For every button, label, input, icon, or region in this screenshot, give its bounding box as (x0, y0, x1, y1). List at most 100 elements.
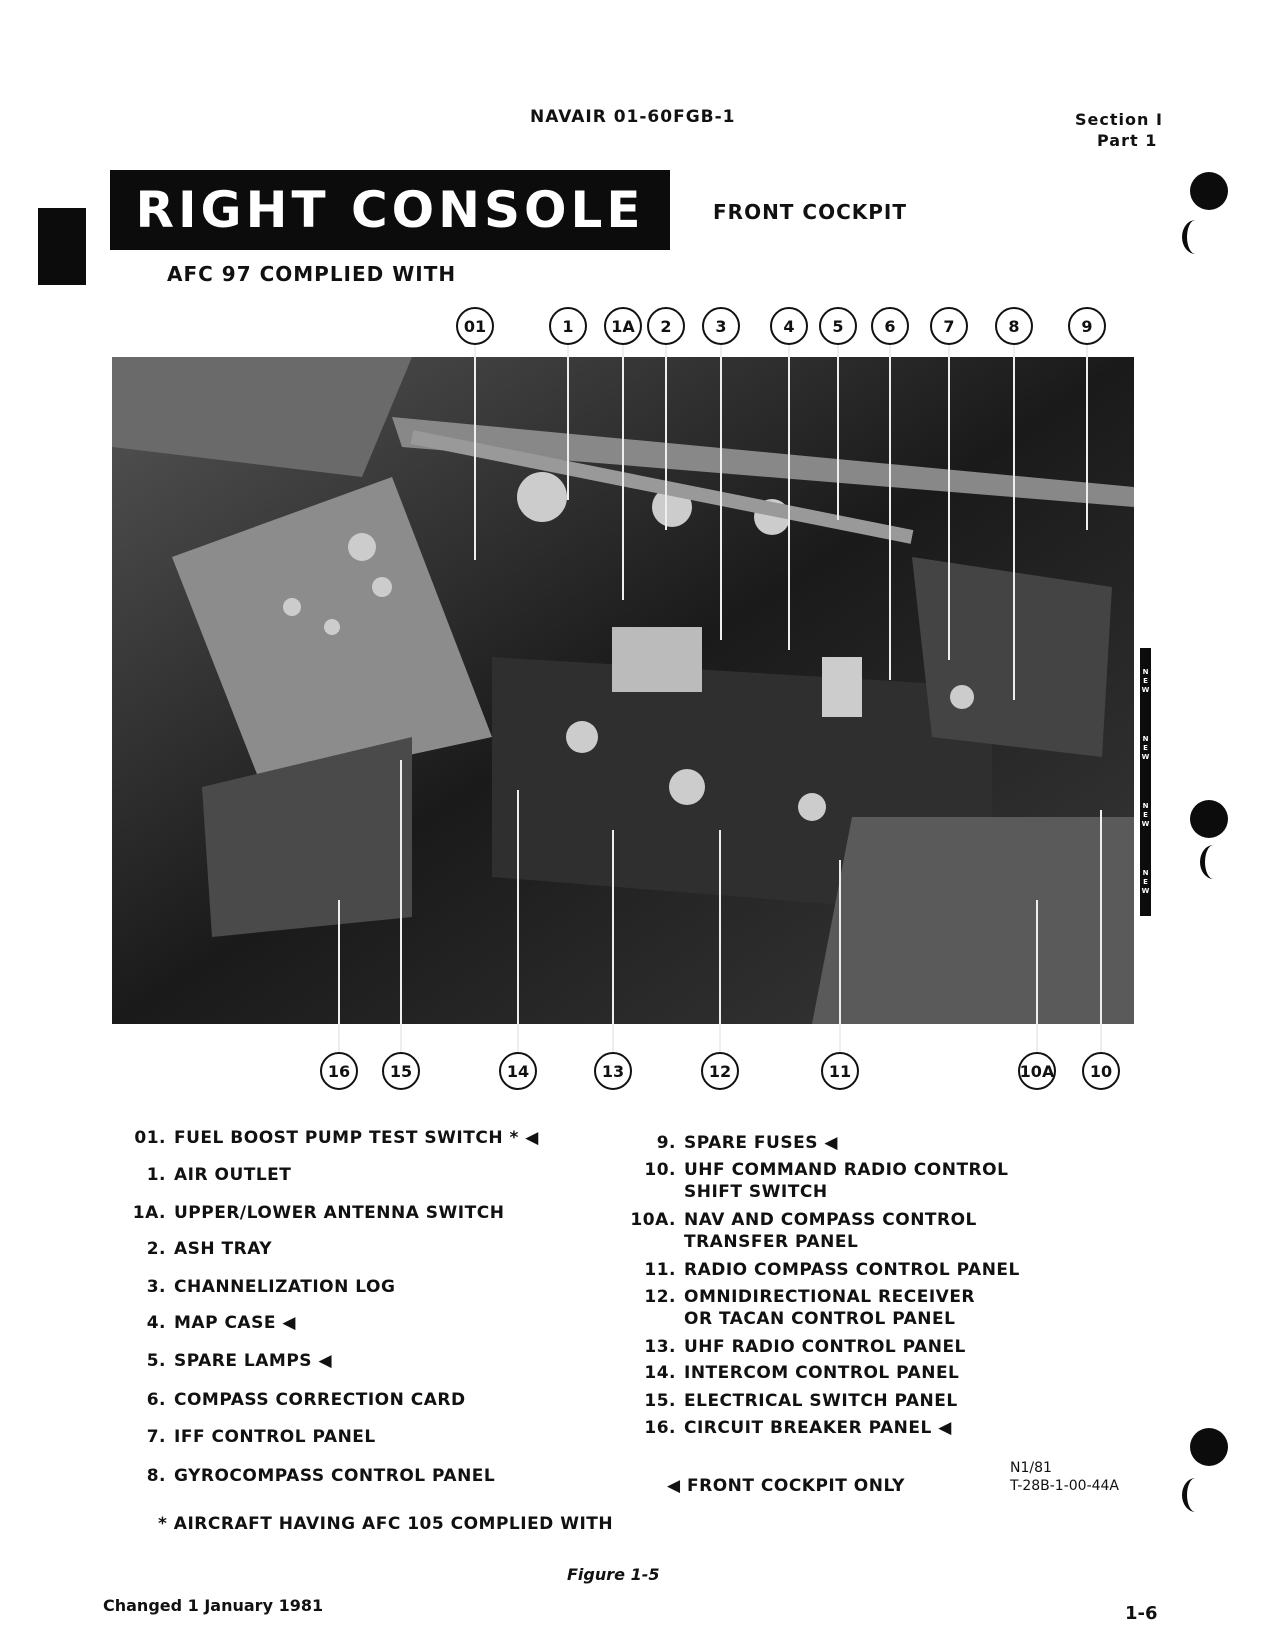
asterisk-note: * AIRCRAFT HAVING AFC 105 COMPLIED WITH (158, 1514, 614, 1534)
figure-ref-1: N1/81 (1010, 1460, 1052, 1476)
legend-item: 6.COMPASS CORRECTION CARD (120, 1389, 466, 1411)
callout-9: 9 (1068, 307, 1106, 345)
legend-text: UPPER/LOWER ANTENNA SWITCH (174, 1203, 505, 1223)
change-bar (38, 208, 86, 285)
legend-marks: ◀ (318, 1351, 333, 1371)
legend-number: 14. (644, 1363, 676, 1383)
punch-hole-mark (1182, 1478, 1209, 1512)
legend-item: 16.CIRCUIT BREAKER PANEL ◀ (630, 1417, 952, 1439)
front-cockpit-only-note: ◀ FRONT COCKPIT ONLY (667, 1476, 905, 1496)
legend-text-cont: TRANSFER PANEL (684, 1232, 859, 1252)
legend-text: FUEL BOOST PUMP TEST SWITCH (174, 1128, 504, 1148)
legend-item: 15.ELECTRICAL SWITCH PANEL (630, 1390, 958, 1412)
legend-text: RADIO COMPASS CONTROL PANEL (684, 1260, 1020, 1280)
callout-1: 1 (549, 307, 587, 345)
legend-number: 2. (146, 1239, 166, 1259)
legend-number: 1A. (132, 1203, 166, 1223)
callout-leader (665, 345, 667, 530)
callout-leader (720, 345, 722, 640)
legend-text: MAP CASE (174, 1313, 276, 1333)
legend-number: 16. (644, 1418, 676, 1438)
callout-6: 6 (871, 307, 909, 345)
callout-3: 3 (702, 307, 740, 345)
callout-leader (839, 860, 841, 1052)
legend-text: COMPASS CORRECTION CARD (174, 1390, 466, 1410)
callout-4: 4 (770, 307, 808, 345)
legend-text: INTERCOM CONTROL PANEL (684, 1363, 960, 1383)
callout-16: 16 (320, 1052, 358, 1090)
callout-12: 12 (701, 1052, 739, 1090)
callout-leader (400, 760, 402, 1052)
legend-item: 5.SPARE LAMPS ◀ (120, 1350, 332, 1372)
console-photo-drawing (112, 357, 1134, 1024)
callout-13: 13 (594, 1052, 632, 1090)
callout-leader (622, 345, 624, 600)
legend-number: 8. (146, 1466, 166, 1486)
legend-item: 11.RADIO COMPASS CONTROL PANEL (630, 1259, 1020, 1281)
legend-item: 1A. UPPER/LOWER ANTENNA SWITCH (120, 1202, 504, 1224)
callout-11: 11 (821, 1052, 859, 1090)
legend-number: 10A. (630, 1210, 676, 1230)
legend-text: NAV AND COMPASS CONTROL (684, 1210, 977, 1230)
legend-text: SPARE LAMPS (174, 1351, 313, 1371)
callout-2: 2 (647, 307, 685, 345)
legend-item: 8. GYROCOMPASS CONTROL PANEL (120, 1465, 495, 1487)
legend-number: 1. (146, 1165, 166, 1185)
legend-item: 1. AIR OUTLET (120, 1164, 291, 1186)
callout-10: 10 (1082, 1052, 1120, 1090)
legend-number: 4. (146, 1313, 166, 1333)
legend-number: 3. (146, 1277, 166, 1297)
change-strip: NEW NEW NEW NEW (1140, 648, 1151, 916)
callout-10A: 10A (1018, 1052, 1056, 1090)
legend-item: 01.FUEL BOOST PUMP TEST SWITCH * ◀ (120, 1127, 539, 1149)
legend-marks: ◀ (282, 1313, 296, 1333)
callout-1A: 1A (604, 307, 642, 345)
callout-leader (837, 345, 839, 520)
section-label: Section I (1075, 110, 1163, 129)
legend-text: UHF COMMAND RADIO CONTROL (684, 1160, 1009, 1180)
change-date: Changed 1 January 1981 (103, 1596, 324, 1615)
punch-hole (1190, 800, 1228, 838)
callout-leader (1013, 345, 1015, 700)
part-label: Part 1 (1097, 131, 1158, 150)
callout-leader (338, 900, 340, 1052)
legend-marks: ◀ (824, 1133, 838, 1153)
callout-leader (1100, 810, 1102, 1052)
punch-hole-mark (1182, 220, 1209, 254)
callout-leader (1086, 345, 1088, 530)
new-mark: NEW (1141, 802, 1150, 829)
legend-text: UHF RADIO CONTROL PANEL (684, 1337, 966, 1357)
legend-text-cont: SHIFT SWITCH (684, 1182, 828, 1202)
legend-item: 3.CHANNELIZATION LOG (120, 1276, 395, 1298)
callout-7: 7 (930, 307, 968, 345)
callout-leader (889, 345, 891, 680)
legend-text: ASH TRAY (174, 1239, 273, 1259)
callout-leader (948, 345, 950, 660)
legend-item: 7.IFF CONTROL PANEL (120, 1426, 376, 1448)
legend-text: SPARE FUSES (684, 1133, 818, 1153)
legend-text: GYROCOMPASS CONTROL PANEL (174, 1466, 496, 1486)
legend-item: 13.UHF RADIO CONTROL PANEL (630, 1336, 966, 1358)
figure-label: Figure 1-5 (567, 1565, 660, 1584)
page-title: RIGHT CONSOLE (110, 170, 670, 250)
punch-hole (1190, 1428, 1228, 1466)
legend-text-cont: OR TACAN CONTROL PANEL (684, 1309, 956, 1329)
new-mark: NEW (1141, 668, 1150, 695)
callout-leader (1036, 900, 1038, 1052)
legend-marks: ◀ (938, 1418, 952, 1438)
legend-text: AIR OUTLET (174, 1165, 292, 1185)
legend-text: IFF CONTROL PANEL (174, 1427, 376, 1447)
doc-number: NAVAIR 01-60FGB-1 (530, 107, 736, 127)
callout-01: 01 (456, 307, 494, 345)
legend-number: 01. (134, 1128, 166, 1148)
callout-leader (474, 345, 476, 560)
callout-leader (788, 345, 790, 650)
legend-item: 4. MAP CASE ◀ (120, 1312, 296, 1334)
callout-leader (612, 830, 614, 1052)
callout-5: 5 (819, 307, 857, 345)
legend-item: 2. ASH TRAY (120, 1238, 272, 1260)
legend-item: 14. INTERCOM CONTROL PANEL (630, 1362, 959, 1384)
